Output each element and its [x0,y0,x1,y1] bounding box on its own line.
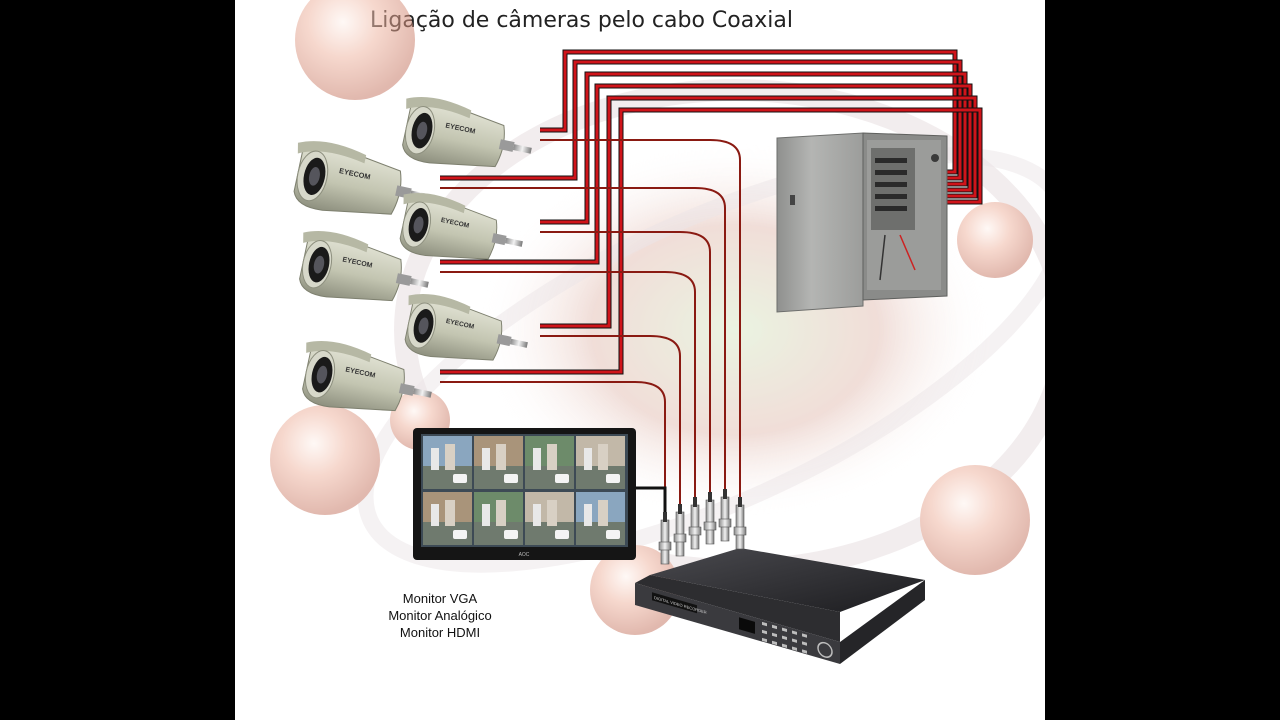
bnc-connector-5 [718,489,732,542]
monitor-tile-7 [525,492,574,545]
monitor-type-labels: Monitor VGA Monitor Analógico Monitor HD… [365,590,515,641]
camera-5: EYECOM [404,294,528,361]
monitor-label-analog: Monitor Analógico [388,608,492,623]
monitor-tile-4 [576,436,625,489]
video-cable-4 [440,271,696,510]
monitor-tile-1 [423,436,472,489]
dvr-recorder: DIGITAL VIDEO RECORDER [635,548,925,664]
camera-3: EYECOM [399,193,523,260]
page-title: Ligação de câmeras pelo cabo Coaxial [370,8,793,33]
bnc-connector-3 [688,497,702,550]
camera-6: EYECOM [302,341,432,412]
camera-2: EYECOM [293,141,430,215]
video-cable-3 [540,231,711,510]
power-cable-4 [440,83,973,265]
monitor: AOC [413,428,667,560]
diagram-canvas: Ligação de câmeras pelo cabo Coaxial [235,0,1045,720]
camera-4: EYECOM [299,231,429,302]
monitor-tile-2 [474,436,523,489]
video-cable-1 [540,139,741,510]
power-cable-2 [440,59,963,181]
monitor-label-vga: Monitor VGA [402,591,478,606]
power-cables [440,49,983,375]
monitor-tile-6 [474,492,523,545]
bnc-connector-6 [733,497,747,550]
monitor-tile-5 [423,492,472,545]
camera-1: EYECOM [402,97,532,168]
video-cable-5 [540,335,681,510]
bnc-connectors [658,489,747,565]
monitor-tile-8 [576,492,625,545]
power-supply-box [776,132,948,313]
monitor-brand-logo: AOC [519,552,530,558]
video-cable-6 [440,381,666,510]
bnc-connector-1 [658,512,672,565]
bnc-connector-2 [673,504,687,557]
monitor-screen-tiles [423,436,625,545]
monitor-tile-3 [525,436,574,489]
video-cable-2 [440,187,726,510]
power-cable-3 [540,71,968,225]
power-cable-6 [440,107,983,375]
power-cable-5 [540,95,978,329]
power-cable-1 [540,49,958,175]
monitor-label-hdmi: Monitor HDMI [399,625,481,640]
bnc-connector-4 [703,492,717,545]
video-cables [440,139,741,510]
